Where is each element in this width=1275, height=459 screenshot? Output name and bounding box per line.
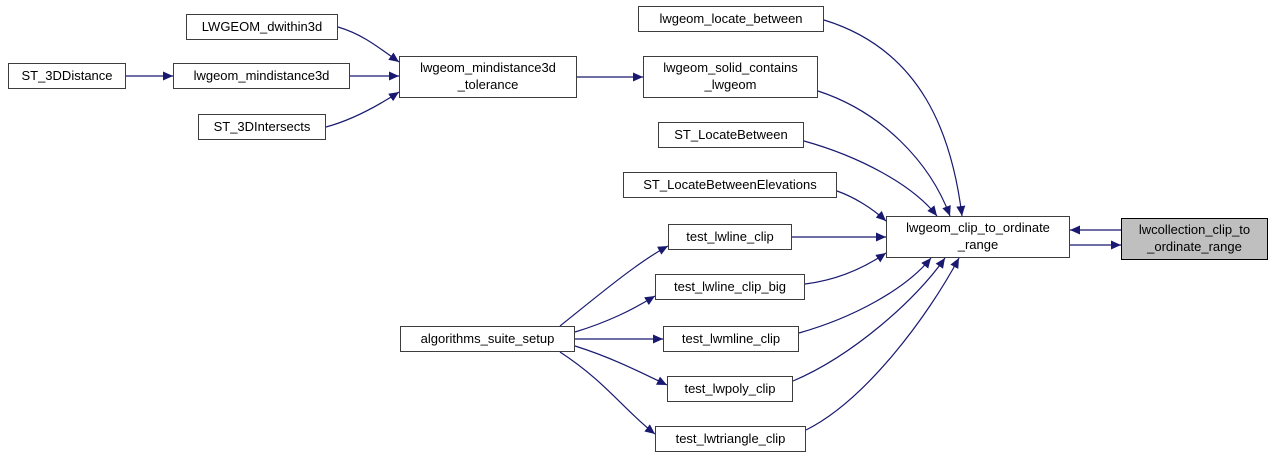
graph-node-test-lwline-clip[interactable]: test_lwline_clip: [668, 224, 792, 250]
graph-node-test-lwtriangle-clip[interactable]: test_lwtriangle_clip: [655, 426, 806, 452]
graph-node-st-3ddistance[interactable]: ST_3DDistance: [8, 63, 126, 89]
edge-algorithms-suite-setup-to-test-lwtriangle-clip: [559, 351, 656, 435]
graph-node-st-3dintersects[interactable]: ST_3DIntersects: [198, 114, 326, 140]
edge-st-3dintersects-to-lwgeom-mindistance3d-tolerance: [325, 91, 400, 128]
edge-lwgeom-solid-contains-lwgeom-to-lwgeom-clip-to-ordinate-range: [817, 90, 951, 217]
edge-test-lwmline-clip-to-lwgeom-clip-to-ordinate-range: [798, 257, 932, 334]
edge-test-lwline-clip-big-to-lwgeom-clip-to-ordinate-range: [804, 252, 887, 285]
graph-node-lwcollection-clip-to-ordinate-range[interactable]: lwcollection_clip_to _ordinate_range: [1121, 218, 1268, 260]
edge-st-locatebetweenelevations-to-lwgeom-clip-to-ordinate-range: [836, 190, 887, 222]
graph-node-test-lwline-clip-big[interactable]: test_lwline_clip_big: [655, 274, 805, 300]
graph-node-st-locatebetween[interactable]: ST_LocateBetween: [658, 122, 804, 148]
graph-node-lwgeom-clip-to-ordinate-range[interactable]: lwgeom_clip_to_ordinate _range: [886, 216, 1070, 258]
graph-node-lwgeom-locate-between[interactable]: lwgeom_locate_between: [638, 6, 824, 32]
graph-node-algorithms-suite-setup[interactable]: algorithms_suite_setup: [400, 326, 575, 352]
graph-node-lwgeom-mindistance3d-tolerance[interactable]: lwgeom_mindistance3d _tolerance: [399, 56, 577, 98]
graph-node-test-lwmline-clip[interactable]: test_lwmline_clip: [663, 326, 799, 352]
edge-algorithms-suite-setup-to-test-lwline-clip-big: [574, 295, 656, 333]
graph-node-st-locatebetweenelevations[interactable]: ST_LocateBetweenElevations: [623, 172, 837, 198]
edge-test-lwpoly-clip-to-lwgeom-clip-to-ordinate-range: [792, 257, 946, 382]
graph-node-lwgeom-solid-contains-lwgeom[interactable]: lwgeom_solid_contains _lwgeom: [643, 56, 818, 98]
edge-lwgeom-dwithin3d-to-lwgeom-mindistance3d-tolerance: [337, 26, 400, 63]
graph-node-test-lwpoly-clip[interactable]: test_lwpoly_clip: [667, 376, 793, 402]
graph-node-lwgeom-dwithin3d[interactable]: LWGEOM_dwithin3d: [186, 14, 338, 40]
edge-algorithms-suite-setup-to-test-lwline-clip: [559, 245, 669, 327]
edge-algorithms-suite-setup-to-test-lwpoly-clip: [574, 345, 668, 386]
edge-st-locatebetween-to-lwgeom-clip-to-ordinate-range: [803, 140, 938, 217]
edge-lwgeom-locate-between-to-lwgeom-clip-to-ordinate-range: [823, 19, 966, 217]
graph-node-lwgeom-mindistance3d[interactable]: lwgeom_mindistance3d: [173, 63, 350, 89]
edge-test-lwtriangle-clip-to-lwgeom-clip-to-ordinate-range: [805, 257, 960, 431]
